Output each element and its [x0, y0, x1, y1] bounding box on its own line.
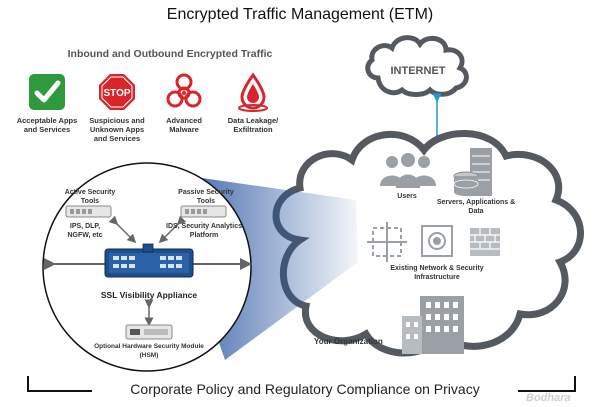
threat-label: Advanced Malware — [166, 116, 202, 134]
internet-label: INTERNET — [391, 65, 446, 77]
users-label: Users — [397, 193, 417, 200]
passive-tools-label: Passive Security Tools — [178, 189, 234, 205]
threats-heading: Inbound and Outbound Encrypted Traffic — [67, 48, 273, 60]
footer-bracket-left — [27, 376, 92, 392]
hsm-device — [125, 324, 173, 340]
stop-sign-text: STOP — [103, 88, 130, 99]
security-scan-icon — [421, 225, 453, 257]
users-icon — [380, 153, 436, 188]
footer-bracket-right — [518, 376, 576, 392]
ssl-appliance-label: SSL Visibility Appliance — [100, 290, 198, 300]
threat-suspicious: STOP Suspicious and Unknown Apps and Ser… — [86, 72, 148, 143]
passive-tools-arrow — [158, 215, 187, 244]
diagram-title: Encrypted Traffic Management (ETM) — [166, 6, 434, 23]
hsm-label: Optional Hardware Security Module (HSM) — [94, 343, 204, 359]
building-icon — [402, 296, 464, 354]
biohazard-icon — [164, 72, 204, 112]
threat-acceptable: Acceptable Apps and Services — [16, 72, 78, 134]
threat-label: Suspicious and Unknown Apps and Services — [89, 116, 145, 143]
threat-leakage: Data Leakage/ Exfiltration — [222, 72, 284, 134]
active-tools-arrow — [108, 215, 137, 244]
footer-caption: Corporate Policy and Regulatory Complian… — [130, 381, 480, 397]
passive-tools-examples: IDS, Security Analytics Platform — [166, 223, 242, 239]
watermark: Bodhara — [526, 392, 571, 404]
threat-malware: Advanced Malware — [153, 72, 215, 134]
firewall-icon — [470, 228, 500, 256]
leak-drop-icon — [233, 72, 273, 112]
checkmark-icon — [27, 72, 67, 112]
active-tools-examples: IPS, DLP, NGFW, etc — [67, 223, 103, 239]
organization-label: Your Organization — [314, 337, 383, 346]
servers-label: Servers, Applications & Data — [436, 199, 516, 215]
stop-sign-icon: STOP — [97, 72, 137, 112]
threat-label: Acceptable Apps and Services — [16, 116, 78, 134]
servers-icon — [453, 148, 492, 196]
ssl-appliance-device — [104, 243, 194, 278]
internet-cloud: INTERNET — [365, 35, 469, 97]
active-tools-label: Active Security Tools — [64, 189, 116, 205]
infrastructure-label: Existing Network & Security Infrastructu… — [390, 265, 484, 281]
threat-label: Data Leakage/ Exfiltration — [227, 116, 279, 134]
network-arrows-icon — [367, 222, 407, 262]
